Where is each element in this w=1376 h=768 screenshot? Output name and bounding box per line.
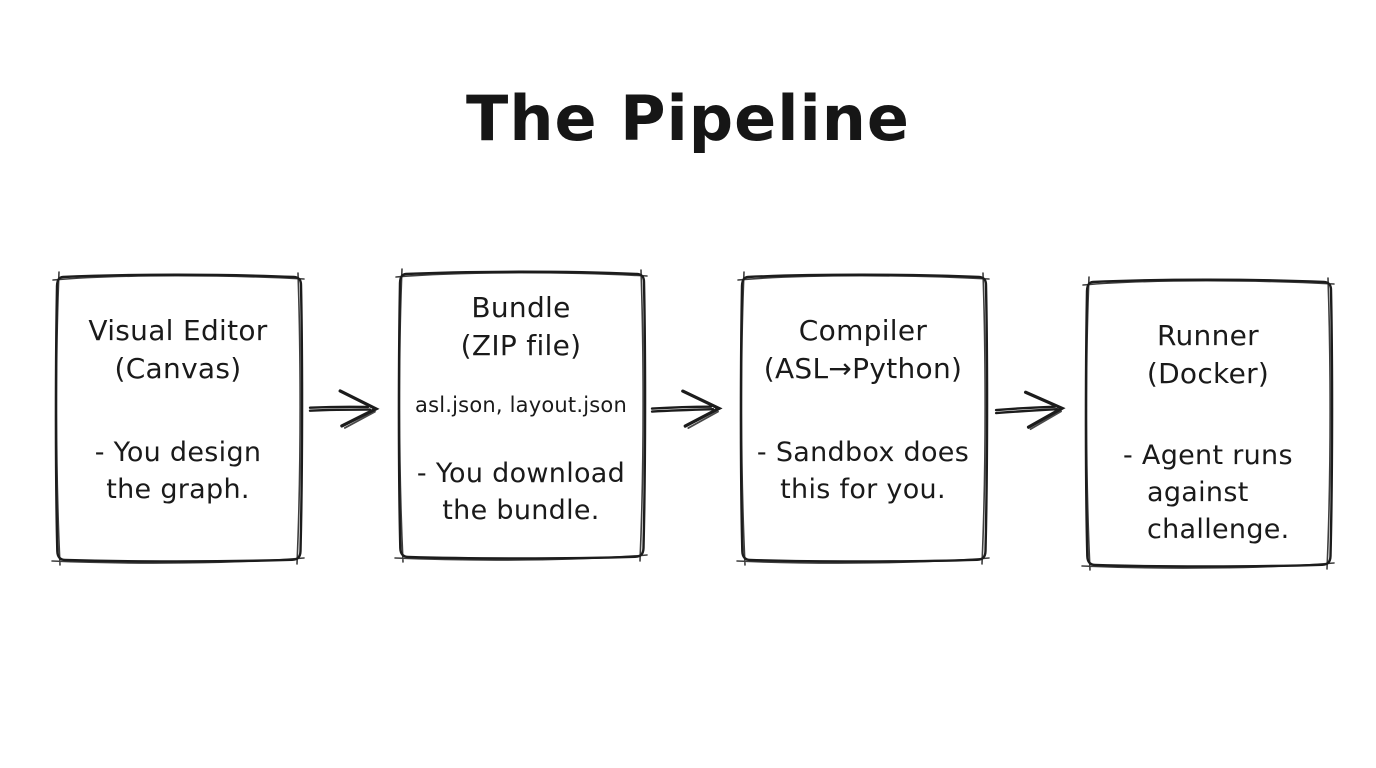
node-heading: Visual Editor (Canvas) — [59, 312, 297, 388]
node-body-line: - You design — [94, 437, 262, 468]
node-runner: Runner (Docker) - Agent runs against cha… — [1081, 275, 1335, 571]
node-heading-line: (Docker) — [1146, 357, 1270, 390]
node-body-line: - Sandbox does — [756, 437, 970, 468]
node-content: Runner (Docker) - Agent runs against cha… — [1081, 317, 1335, 548]
node-heading-line: (ASL→Python) — [763, 352, 963, 385]
diagram-title: The Pipeline — [466, 82, 910, 155]
node-heading-line: Runner — [1157, 319, 1259, 352]
node-body: - Sandbox does this for you. — [744, 434, 982, 508]
node-content: Bundle (ZIP file) asl.json, layout.json … — [394, 289, 648, 529]
node-body: - Agent runs against challenge. — [1089, 437, 1327, 548]
node-body-line: - You download — [416, 458, 626, 489]
node-heading-line: (Canvas) — [114, 352, 242, 385]
node-body-line: the bundle. — [442, 495, 600, 526]
node-heading: Runner (Docker) — [1089, 317, 1327, 393]
node-heading-line: Bundle — [471, 291, 571, 324]
node-body-line: - Agent runs — [1123, 440, 1293, 471]
node-body: - You download the bundle. — [402, 455, 640, 529]
node-body-line: the graph. — [106, 474, 250, 505]
node-body: - You design the graph. — [59, 434, 297, 508]
node-heading-line: Compiler — [798, 314, 928, 347]
node-compiler: Compiler (ASL→Python) - Sandbox does thi… — [736, 270, 990, 566]
node-heading-line: Visual Editor — [88, 314, 268, 347]
arrow-right-icon — [994, 390, 1066, 431]
arrow-right-icon — [650, 389, 723, 429]
node-bundle: Bundle (ZIP file) asl.json, layout.json … — [394, 267, 648, 563]
node-content: Compiler (ASL→Python) - Sandbox does thi… — [736, 312, 990, 508]
node-visual-editor: Visual Editor (Canvas) - You design the … — [51, 270, 305, 566]
node-body-line: challenge. — [1147, 514, 1290, 545]
node-files-label: asl.json, layout.json — [415, 393, 627, 417]
node-heading: Bundle (ZIP file) — [402, 289, 640, 365]
node-body-line: this for you. — [780, 474, 946, 505]
node-heading-line: (ZIP file) — [460, 329, 582, 362]
arrow-right-icon — [308, 389, 380, 429]
node-content: Visual Editor (Canvas) - You design the … — [51, 312, 305, 508]
node-heading: Compiler (ASL→Python) — [744, 312, 982, 388]
node-body-line: against — [1147, 477, 1249, 508]
